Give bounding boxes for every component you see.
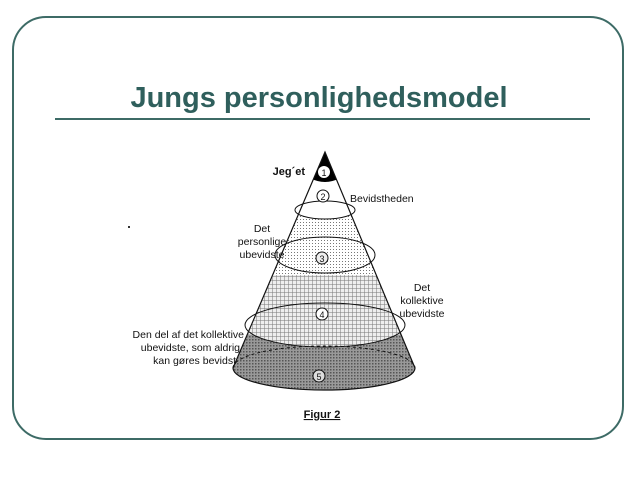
label-consciousness: Bevidstheden [350, 193, 414, 205]
svg-text:2: 2 [320, 192, 325, 202]
svg-text:Det: Det [254, 223, 270, 235]
slide-title: Jungs personlighedsmodel [130, 82, 508, 114]
layer-number-3: 3 [315, 251, 329, 265]
cone-outline [232, 150, 416, 391]
layer-number-5: 5 [312, 369, 326, 383]
svg-text:1: 1 [321, 168, 326, 178]
svg-text:personlige: personlige [238, 236, 287, 248]
layer-ellipse-3 [274, 236, 376, 274]
stray-dot [128, 226, 130, 228]
svg-text:ubevidste: ubevidste [240, 249, 285, 261]
svg-text:ubevidste: ubevidste [400, 308, 445, 320]
layer-ellipse-4 [244, 302, 406, 348]
label-collective-unconscious: Det kollektive ubevidste [400, 282, 445, 320]
svg-text:5: 5 [316, 372, 321, 382]
svg-text:Det: Det [414, 282, 430, 294]
layer-number-4: 4 [315, 307, 329, 321]
ego-tip [310, 152, 340, 182]
svg-text:4: 4 [319, 310, 324, 320]
label-never-conscious: Den del af det kollektive ubevidste, som… [133, 329, 245, 367]
svg-text:Den del af det kollektive: Den del af det kollektive [133, 329, 245, 341]
slide-frame [12, 16, 624, 440]
label-personal-unconscious: Det personlige ubevidste [238, 223, 287, 261]
layer-number-2: 2 [316, 189, 330, 203]
label-ego: Jeg´et [273, 166, 306, 178]
layer-number-1: 1 [318, 166, 330, 178]
svg-text:kollektive: kollektive [400, 295, 443, 307]
svg-text:3: 3 [319, 254, 324, 264]
svg-text:kan gøres bevidst: kan gøres bevidst [153, 355, 236, 367]
figure-caption: Figur 2 [304, 409, 341, 421]
svg-text:ubevidste, som aldrig: ubevidste, som aldrig [141, 342, 240, 354]
title-divider [55, 118, 590, 120]
